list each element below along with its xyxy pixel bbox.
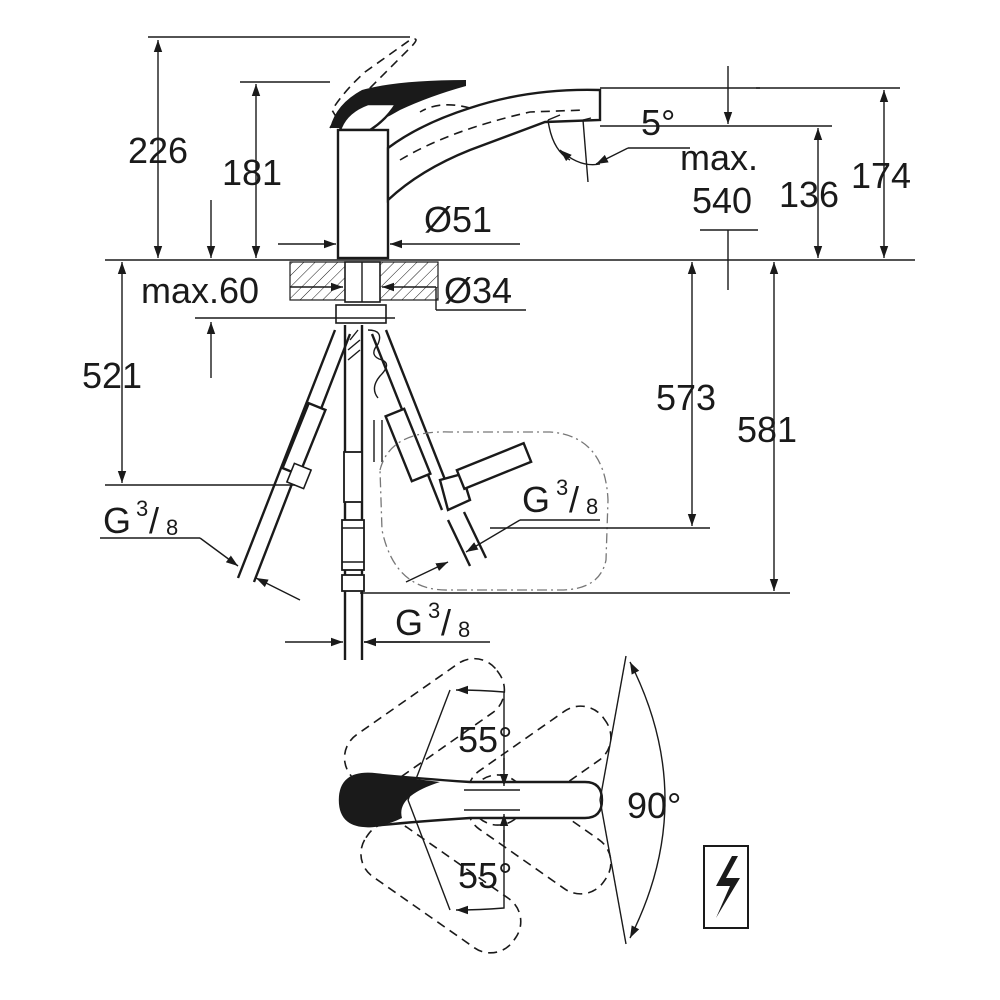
dim-540: 540 (692, 180, 752, 221)
dim-90-degree: 90° (627, 785, 681, 826)
dim-226: 226 (128, 130, 188, 171)
dim-55-degree-top: 55° (458, 719, 512, 760)
center-hose (341, 325, 365, 660)
faucet-side-view (105, 38, 915, 660)
dim-181: 181 (222, 152, 282, 193)
right-supply-hose (370, 329, 533, 567)
dim-diameter-34: Ø34 (444, 270, 512, 311)
svg-text:8: 8 (166, 515, 178, 540)
dimension-labels: 226 181 Ø51 5° max. 540 136 174 max.60 Ø… (82, 102, 911, 896)
connection-label-right: G 3 / 8 (522, 475, 598, 520)
dim-521: 521 (82, 355, 142, 396)
dim-581: 581 (737, 409, 797, 450)
svg-text:3: 3 (556, 475, 568, 500)
svg-text:/: / (149, 500, 159, 541)
spout (386, 88, 602, 203)
connection-label-bottom: G 3 / 8 (395, 598, 470, 643)
svg-text:3: 3 (136, 496, 148, 521)
left-supply-hose (236, 329, 352, 583)
svg-text:G: G (395, 602, 423, 643)
dim-55-degree-bottom: 55° (458, 855, 512, 896)
svg-text:/: / (441, 602, 451, 643)
svg-text:8: 8 (458, 617, 470, 642)
top-view (338, 655, 749, 954)
dim-diameter-51: Ø51 (424, 199, 492, 240)
raised-lever-outline (331, 38, 417, 122)
dim-174: 174 (851, 155, 911, 196)
svg-text:/: / (569, 479, 579, 520)
dim-max-60: max.60 (141, 270, 259, 311)
svg-text:G: G (522, 479, 550, 520)
electrical-symbol-icon (703, 845, 749, 929)
pullout-range-outline (379, 431, 609, 591)
svg-text:G: G (103, 500, 131, 541)
dim-max-label: max. (680, 137, 758, 178)
dim-136: 136 (779, 174, 839, 215)
connection-label-left: G 3 / 8 (103, 496, 178, 541)
svg-text:3: 3 (428, 598, 440, 623)
dim-5-degree: 5° (641, 102, 675, 143)
faucet-body (336, 128, 390, 260)
dim-573: 573 (656, 377, 716, 418)
dimension-lines (100, 36, 900, 647)
svg-text:8: 8 (586, 494, 598, 519)
